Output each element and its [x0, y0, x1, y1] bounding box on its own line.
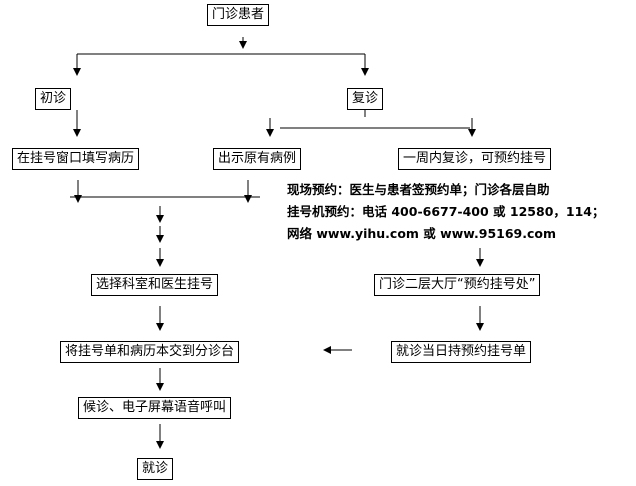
node-return-visit: 复诊	[347, 88, 384, 110]
node-show-record: 出示原有病例	[213, 148, 302, 170]
node-first-visit: 初诊	[35, 88, 72, 110]
node-hall-2f: 门诊二层大厅“预约挂号处”	[374, 274, 541, 296]
node-outpatient: 门诊患者	[207, 4, 270, 26]
note-line-3: 网络 www.yihu.com 或 www.95169.com	[287, 226, 557, 241]
node-fill-record: 在挂号窗口填写病历	[12, 148, 140, 170]
node-consult: 就诊	[137, 458, 174, 480]
node-same-day: 就诊当日持预约挂号单	[391, 341, 532, 363]
appointment-channels-note: 现场预约：医生与患者签预约单；门诊各层自助 挂号机预约：电话 400-6677-…	[287, 179, 605, 245]
note-line-2: 挂号机预约：电话 400-6677-400 或 12580，114；	[287, 204, 605, 219]
note-line-1: 现场预约：医生与患者签预约单；门诊各层自助	[287, 182, 550, 197]
node-submit-desk: 将挂号单和病历本交到分诊台	[60, 341, 240, 363]
node-return-week: 一周内复诊，可预约挂号	[398, 148, 552, 170]
node-select-dept: 选择科室和医生挂号	[91, 274, 219, 296]
node-wait-call: 候诊、电子屏幕语音呼叫	[78, 397, 232, 419]
